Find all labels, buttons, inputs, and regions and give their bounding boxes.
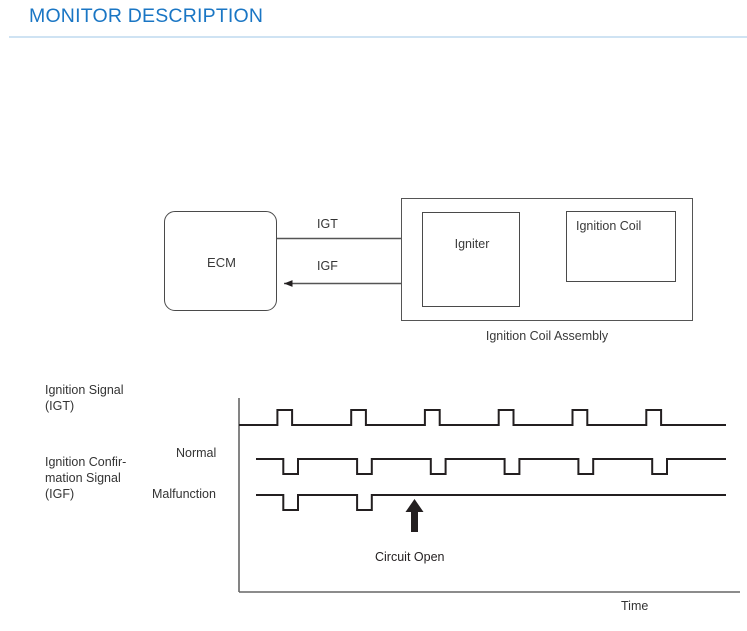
trace-path [256,494,726,511]
igf-trace-label-line2: mation Signal [45,471,121,485]
waveform-chart: Ignition Signal (IGT) Ignition Confir- m… [0,360,747,631]
igt-signal-label: IGT [317,217,338,231]
trace-path [256,458,726,475]
ecm-block: ECM [164,211,277,311]
header-divider [9,36,747,38]
igniter-block: Igniter [422,212,520,307]
trace-igf-malfunction [256,494,726,511]
igf-trace-label: Ignition Confir- mation Signal (IGF) [45,454,126,502]
igf-trace-label-line1: Ignition Confir- [45,455,127,469]
trace-path [239,409,726,426]
igf-trace-label-line3: (IGF) [45,487,75,501]
time-axis-label: Time [621,599,649,613]
circuit-open-arrow-icon [405,499,424,532]
igt-trace-label-line1: Ignition Signal [45,383,124,397]
ignition-coil-assembly-label: Ignition Coil Assembly [485,329,609,343]
malfunction-row-label: Malfunction [152,487,216,501]
ecm-label: ECM [207,254,236,270]
igt-trace-label-line2: (IGT) [45,399,75,413]
trace-igt [239,409,726,426]
page-header: MONITOR DESCRIPTION [0,0,747,40]
igf-signal-label: IGF [317,259,338,273]
circuit-open-label: Circuit Open [375,550,445,564]
waveform-plot [238,398,740,593]
block-diagram: ECM Igniter Ignition Coil Ignition Coil … [164,198,693,343]
ignition-coil-block: Ignition Coil [566,211,676,282]
normal-row-label: Normal [176,446,217,460]
page-title: MONITOR DESCRIPTION [29,5,264,27]
trace-igf-normal [256,458,726,475]
igt-trace-label: Ignition Signal (IGT) [45,382,124,414]
igniter-label: Igniter [454,237,490,251]
ignition-coil-label: Ignition Coil [576,219,642,233]
